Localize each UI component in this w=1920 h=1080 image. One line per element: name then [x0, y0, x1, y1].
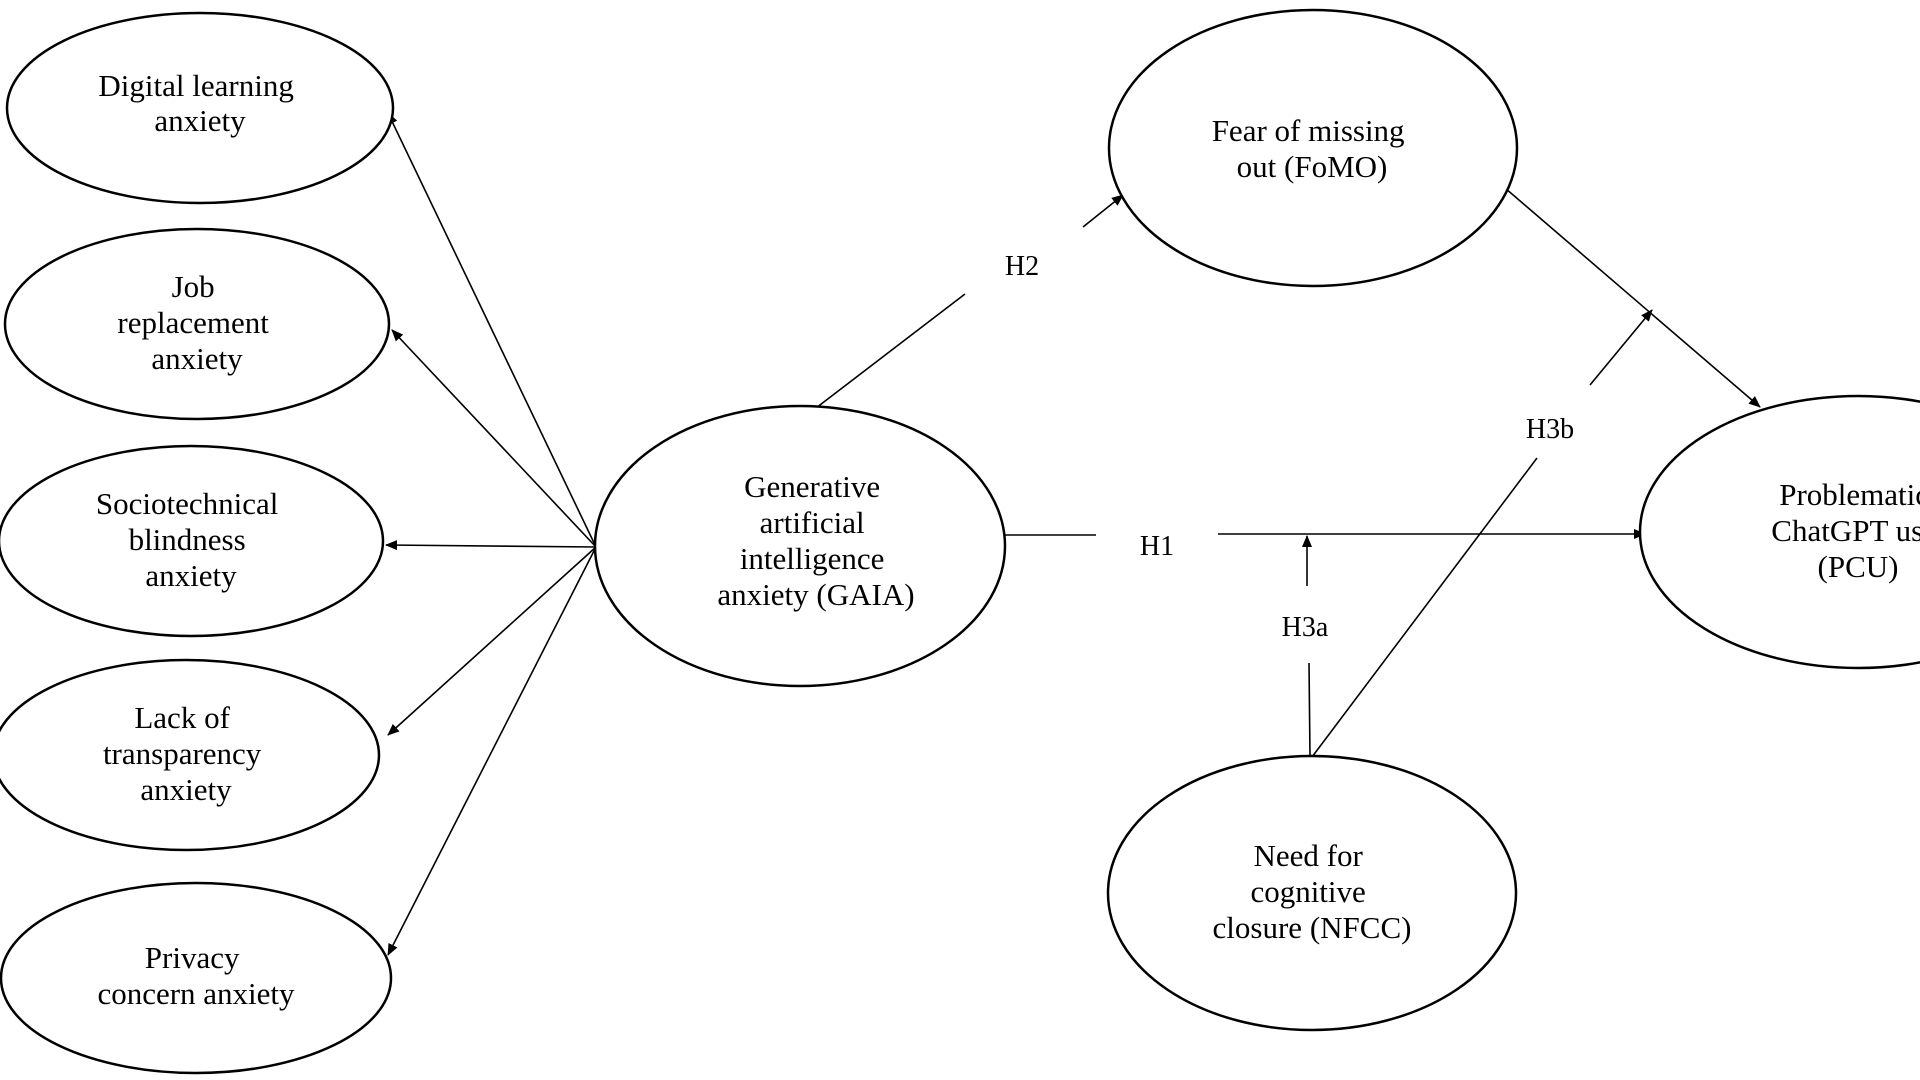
edge-fomo-to-pcu	[1504, 187, 1761, 408]
node-label-line: replacement	[117, 305, 269, 340]
node-label-line: Fear of missing	[1212, 113, 1405, 148]
node-label-line: anxiety	[145, 558, 237, 593]
edge-h3a-lower-segment	[1308, 662, 1311, 758]
svg-text:Sociotechnical blindness: Sociotechnical blindness anxiety	[96, 486, 286, 593]
edge-h2-upper-segment	[1082, 194, 1124, 228]
node-label-line: Job	[172, 269, 215, 304]
node-label-line: Problematic	[1779, 477, 1920, 512]
node-digital-learning-anxiety: Digital learning anxiety	[5, 11, 395, 205]
node-label-line: transparency	[103, 736, 262, 771]
edge-gaia-to-privacy	[387, 546, 597, 956]
hypothesis-h2-label: H2	[1005, 251, 1039, 282]
node-label-line: closure (NFCC)	[1213, 910, 1412, 945]
node-label-line: Lack of	[134, 700, 230, 735]
node-label-line: anxiety	[140, 772, 232, 807]
edge-h2-lower-segment	[815, 293, 966, 409]
svg-text:Fear of missing out (FoM: Fear of missing out (FoMO)	[1212, 113, 1413, 184]
svg-text:Generative artificial: Generative artificial intelligence anxie…	[717, 469, 914, 612]
edge-gaia-to-lack-transparency	[387, 546, 597, 736]
svg-text:Lack of transparency: Lack of transparency anxiety	[103, 700, 269, 807]
edge-gaia-to-job-replacement	[391, 329, 597, 548]
node-need-for-cognitive-closure: Need for cognitive closure (NFCC)	[1106, 754, 1518, 1032]
node-fear-of-missing-out: Fear of missing out (FoMO)	[1107, 8, 1519, 288]
svg-text:Need for cognitive: Need for cognitive closure (NFCC)	[1213, 838, 1412, 945]
gaia-dimension-edges	[385, 112, 597, 956]
svg-text:Digital learning anxiety: Digital learning anxiety	[98, 68, 301, 138]
node-job-replacement-anxiety: Job replacement anxiety	[3, 227, 391, 421]
hypothesis-h1-label: H1	[1140, 531, 1174, 562]
node-label-line: concern anxiety	[97, 976, 295, 1011]
node-label-line: (PCU)	[1818, 549, 1899, 584]
hypothesis-h1-path: H1	[1003, 529, 1646, 562]
node-sociotechnical-blindness-anxiety: Sociotechnical blindness anxiety	[0, 444, 385, 638]
svg-text:Job replacement an: Job replacement anxiety	[117, 269, 276, 376]
node-label-line: Privacy	[145, 940, 240, 975]
edge-h3b-lower-segment	[1311, 457, 1538, 758]
edge-h3b-upper-segment	[1589, 309, 1653, 386]
svg-text:Problematic ChatGPT use: Problematic ChatGPT use (PCU)	[1771, 477, 1920, 584]
hypothesis-h3a-label: H3a	[1282, 612, 1329, 643]
svg-text:Privacy concern anxiety: Privacy concern anxiety	[97, 940, 295, 1011]
node-label-line: anxiety	[151, 341, 243, 376]
node-label-line: Sociotechnical	[96, 486, 279, 521]
node-label-line: intelligence	[740, 541, 885, 576]
node-label-line: anxiety	[154, 103, 246, 138]
node-lack-of-transparency-anxiety: Lack of transparency anxiety	[0, 658, 381, 852]
node-label-line: out (FoMO)	[1237, 149, 1388, 184]
node-label-line: ChatGPT use	[1771, 513, 1920, 548]
node-label-line: cognitive	[1250, 874, 1365, 909]
node-label-line: Digital learning	[98, 68, 293, 103]
hypothesis-h3b-label: H3b	[1526, 414, 1574, 445]
node-label-line: Need for	[1253, 838, 1363, 873]
node-label-line: artificial	[760, 505, 865, 540]
node-label-line: Generative	[744, 469, 880, 504]
node-label-line: blindness	[129, 522, 246, 557]
node-label-line: anxiety (GAIA)	[717, 577, 914, 612]
node-problematic-chatgpt-use: Problematic ChatGPT use (PCU)	[1638, 394, 1920, 670]
hypothesis-h3b-path: H3b	[1311, 309, 1653, 758]
node-privacy-concern-anxiety: Privacy concern anxiety	[0, 881, 393, 1075]
edge-gaia-to-sociotechnical	[385, 540, 597, 551]
hypothesis-h3a-path: H3a	[1282, 535, 1329, 758]
hypothesis-h2-path: H2	[815, 194, 1124, 409]
node-generative-ai-anxiety: Generative artificial intelligence anxie…	[593, 404, 1007, 688]
edge-gaia-to-digital-learning	[387, 112, 597, 548]
